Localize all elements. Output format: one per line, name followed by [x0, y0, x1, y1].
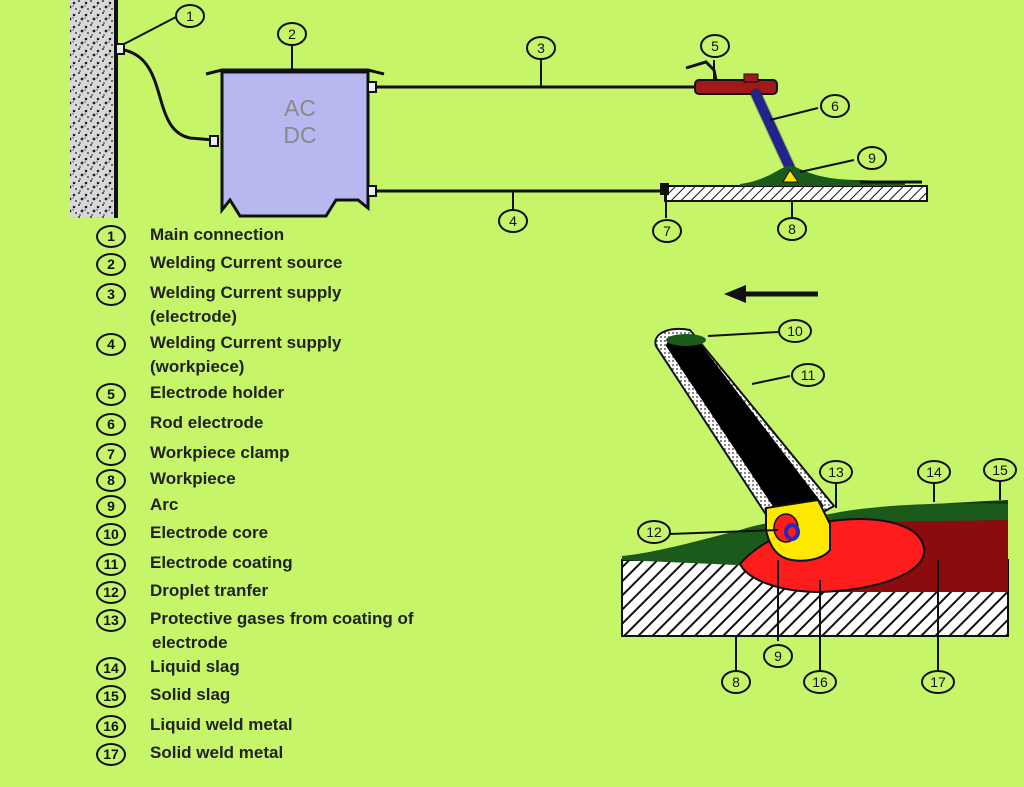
wall — [70, 0, 116, 218]
legend-label: electrode — [152, 633, 228, 652]
callout-number: 12 — [646, 524, 662, 540]
legend-number: 7 — [96, 443, 126, 466]
arc-top — [782, 169, 799, 183]
holder-cable-end — [685, 60, 718, 81]
legend-label: Electrode holder — [150, 383, 285, 402]
callout-number: 8 — [732, 674, 740, 690]
callout-1: 1 — [175, 4, 205, 28]
welding-power-source: AC DC — [205, 68, 385, 218]
callout-number: 17 — [930, 674, 946, 690]
callout-5: 5 — [700, 34, 730, 58]
callout-number: 15 — [992, 462, 1008, 478]
callout-7: 7 — [652, 219, 682, 243]
callout-2: 2 — [277, 22, 307, 46]
callout-number: 4 — [509, 213, 517, 229]
callout-15: 15 — [983, 458, 1017, 482]
callout-14: 14 — [917, 460, 951, 484]
electrode-holder — [694, 79, 778, 95]
rod-electrode — [751, 89, 795, 173]
legend-label: Electrode core — [150, 523, 269, 542]
source-label-dc: DC — [283, 122, 316, 148]
callout-16: 16 — [803, 670, 837, 694]
workpiece-clamp — [660, 183, 669, 195]
main-connection-cable — [123, 48, 215, 142]
legend-label: Solid weld metal — [150, 743, 284, 762]
legend-label: Welding Current supply — [150, 333, 342, 352]
callout-number: 1 — [186, 8, 194, 24]
callout-number: 9 — [774, 648, 782, 664]
callout-13: 13 — [819, 460, 853, 484]
detail-electrode — [654, 328, 836, 562]
legend-number: 1 — [96, 225, 126, 248]
callout-number: 16 — [812, 674, 828, 690]
callout-number: 14 — [926, 464, 942, 480]
callout-number: 10 — [787, 323, 803, 339]
workpiece-top — [664, 185, 928, 202]
legend-label: Solid slag — [150, 685, 231, 704]
legend-number: 12 — [96, 581, 126, 604]
callout-3: 3 — [526, 36, 556, 60]
source-label-ac: AC — [284, 95, 316, 121]
legend-label: Protective gases from coating of — [150, 609, 414, 628]
callout-number: 7 — [663, 223, 671, 239]
legend-label: Workpiece clamp — [150, 443, 290, 462]
callout-9b: 9 — [763, 644, 793, 668]
legend-number: 13 — [96, 609, 126, 632]
callout-number: 9 — [868, 150, 876, 166]
callout-number: 8 — [788, 221, 796, 237]
legend-number: 8 — [96, 469, 126, 492]
callout-12: 12 — [637, 520, 671, 544]
legend-number: 4 — [96, 333, 126, 356]
legend-label: Droplet tranfer — [150, 581, 269, 600]
legend-label: Welding Current supply — [150, 283, 342, 302]
legend-label: (electrode) — [150, 307, 237, 326]
wall-socket — [115, 43, 125, 55]
travel-direction-arrow — [724, 285, 818, 303]
legend-number: 9 — [96, 495, 126, 518]
callout-11: 11 — [791, 363, 825, 387]
callout-4: 4 — [498, 209, 528, 233]
callout-17: 17 — [921, 670, 955, 694]
callout-number: 13 — [828, 464, 844, 480]
legend-number: 16 — [96, 715, 126, 738]
legend-number: 2 — [96, 253, 126, 276]
legend-number: 5 — [96, 383, 126, 406]
callout-9: 9 — [857, 146, 887, 170]
legend-label: Workpiece — [150, 469, 236, 488]
callout-number: 5 — [711, 38, 719, 54]
legend-label: Arc — [150, 495, 179, 514]
legend-label: (workpiece) — [150, 357, 245, 376]
legend-label: Welding Current source — [150, 253, 343, 272]
callout-number: 2 — [288, 26, 296, 42]
legend-label: Rod electrode — [150, 413, 264, 432]
legend-number: 15 — [96, 685, 126, 708]
legend-label: Liquid weld metal — [150, 715, 293, 734]
legend-label: Liquid slag — [150, 657, 240, 676]
callout-8: 8 — [777, 217, 807, 241]
callout-number: 11 — [801, 367, 816, 383]
leader-lines — [123, 16, 1001, 670]
legend-number: 14 — [96, 657, 126, 680]
callout-number: 6 — [831, 98, 839, 114]
legend-number: 3 — [96, 283, 126, 306]
callout-8b: 8 — [721, 670, 751, 694]
legend-label: Main connection — [150, 225, 285, 244]
callout-10: 10 — [778, 319, 812, 343]
protective-gas — [622, 503, 1008, 566]
electrode-core-top — [666, 334, 706, 346]
legend-number: 10 — [96, 523, 126, 546]
legend-number: 11 — [96, 553, 126, 576]
callout-6: 6 — [820, 94, 850, 118]
legend-number: 6 — [96, 413, 126, 436]
legend-number: 17 — [96, 743, 126, 766]
legend-label: Electrode coating — [150, 553, 293, 572]
callout-number: 3 — [537, 40, 545, 56]
